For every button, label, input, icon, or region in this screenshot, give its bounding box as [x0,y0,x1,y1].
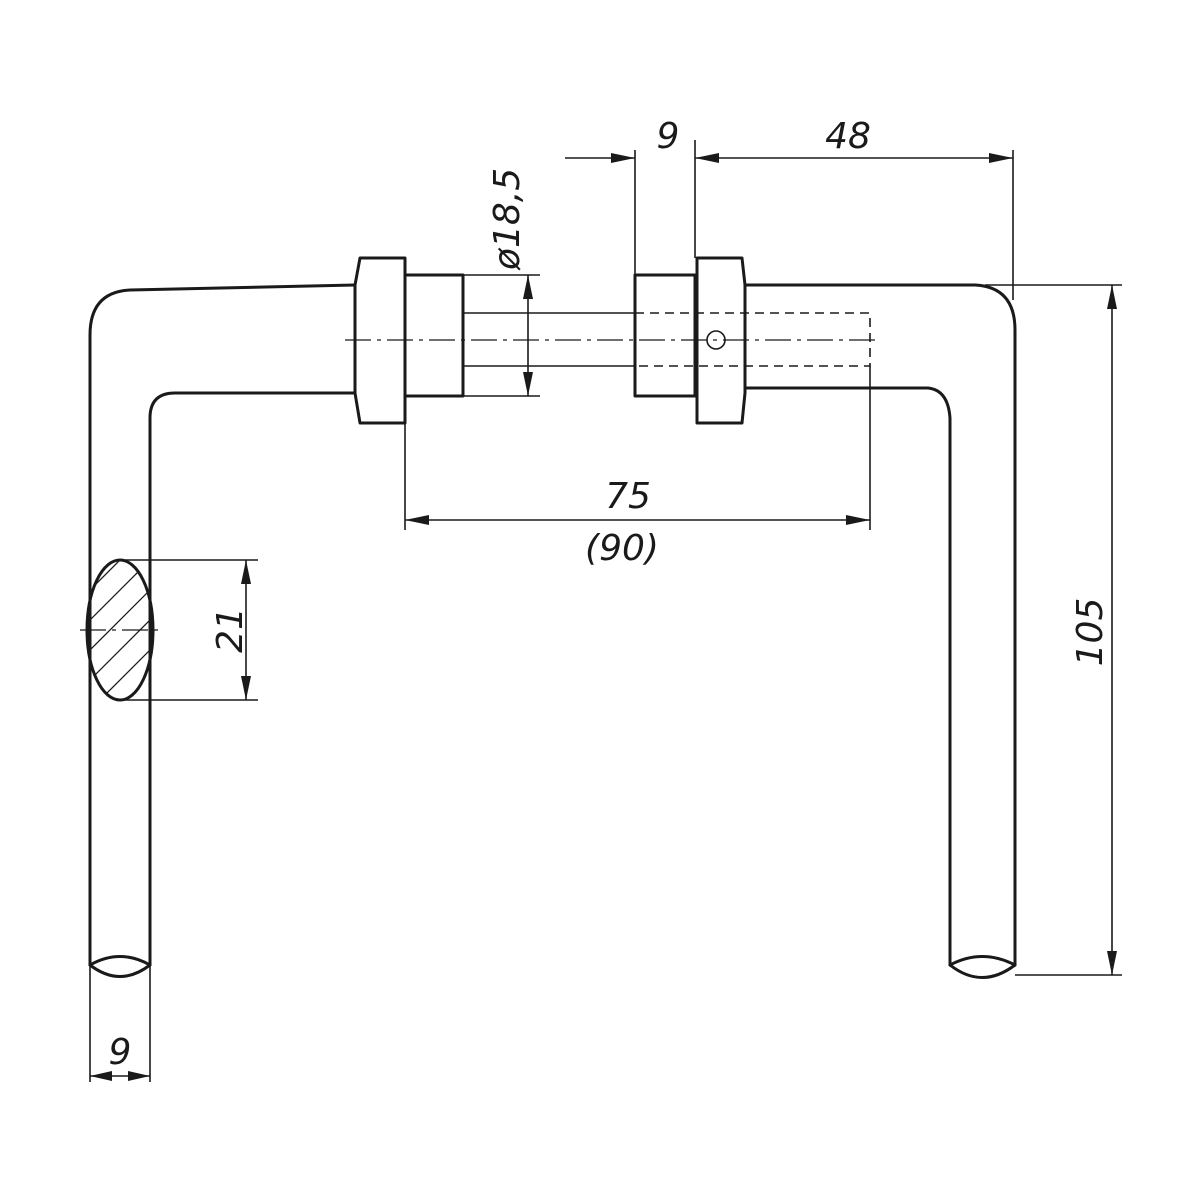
spacing-label: 75 [605,476,651,517]
grip-cross-section [80,558,160,702]
lever-offset-label: 48 [825,116,871,157]
dimension-rose-width: 9 [565,116,719,275]
right-rose [633,256,747,425]
dimension-lever-offset: 48 [695,116,1014,300]
diameter-label: ø18,5 [487,168,528,271]
dimension-lever-width: 9 [89,965,151,1082]
set-screw-icon [706,330,726,350]
left-rose [353,256,465,425]
left-lever [88,283,357,978]
lever-drop-label: 105 [1070,598,1111,667]
right-lever [743,283,1017,979]
dimension-lever-drop: 105 [985,284,1122,976]
dimension-grip-height: 21 [120,559,258,701]
grip-height-label: 21 [210,607,251,653]
dimension-diameter: ø18,5 [463,168,540,397]
spindle [345,312,880,367]
spacing-alt-label: (90) [585,528,659,569]
dimension-spacing: 75 (90) [404,366,871,569]
lever-width-label: 9 [109,1032,132,1073]
rose-width-label: 9 [657,116,680,157]
